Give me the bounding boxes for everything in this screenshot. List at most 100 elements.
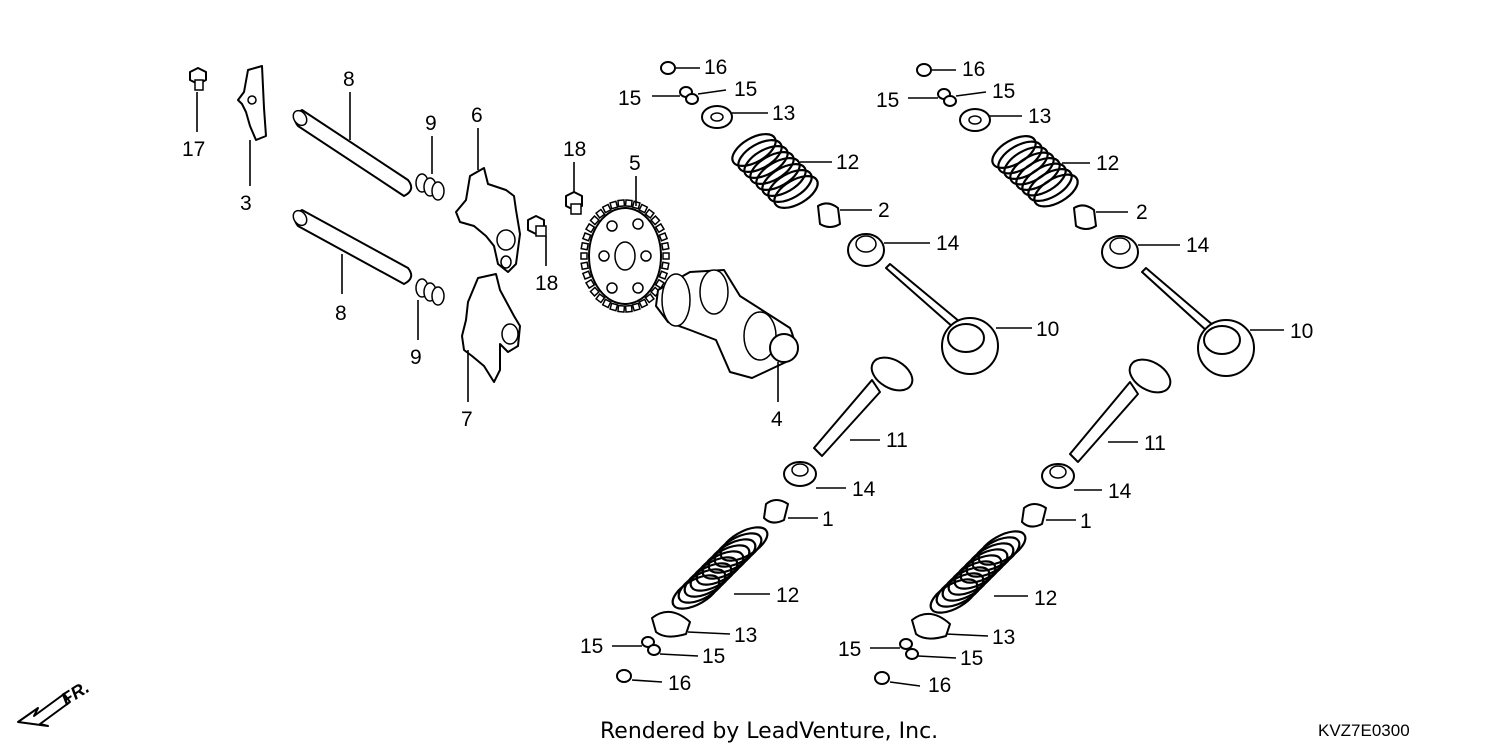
callout-13-lr: 13: [992, 626, 1015, 649]
callout-15-ul-a: 15: [618, 87, 641, 110]
spring-coil: [749, 151, 795, 185]
sprocket-tooth: [580, 252, 588, 260]
spring-9-lower[interactable]: [415, 278, 445, 340]
sprocket-tooth: [609, 302, 619, 312]
callout-16-ll: 16: [668, 672, 691, 695]
rocker-shaft-8-lower[interactable]: [290, 208, 413, 294]
spring-coil: [683, 562, 733, 598]
sprocket-tooth: [660, 241, 670, 251]
callout-14-ur: 14: [1186, 234, 1210, 257]
spring-coil: [929, 578, 979, 614]
callout-15-ll-a: 15: [580, 635, 603, 658]
callout-18-lower: 18: [535, 272, 558, 295]
valve-assembly-lower-left[interactable]: [612, 351, 918, 683]
sprocket-tooth: [584, 222, 596, 234]
callout-2-ur: 2: [1136, 201, 1148, 224]
callout-13-ul: 13: [772, 102, 795, 125]
sprocket-tooth: [601, 298, 612, 309]
callout-15-ur-b: 15: [992, 80, 1015, 103]
callout-5: 5: [629, 152, 641, 175]
callout-15-ll-b: 15: [702, 645, 725, 668]
callout-12-ul: 12: [836, 151, 859, 174]
callout-15-ul-b: 15: [734, 78, 757, 101]
spring-9-upper[interactable]: [415, 136, 445, 201]
callout-3: 3: [240, 192, 252, 215]
sprocket-tooth: [581, 232, 592, 242]
callout-2-ul: 2: [878, 199, 890, 222]
spring-coil: [743, 145, 789, 179]
bolt-17[interactable]: [189, 67, 207, 132]
callout-11-ll: 11: [886, 429, 908, 452]
callout-16-ur: 16: [962, 58, 985, 81]
sprocket-tooth: [595, 208, 606, 219]
callout-12-ll: 12: [776, 584, 799, 607]
spring-coil: [761, 163, 807, 197]
sprocket-tooth: [654, 278, 666, 290]
rocker-arm-7[interactable]: [461, 273, 521, 402]
spring-coil: [737, 139, 783, 173]
sprocket-tooth: [580, 241, 590, 251]
sprocket-tooth: [584, 278, 596, 290]
sprocket-tooth: [662, 252, 670, 260]
spring-coil: [1027, 168, 1073, 202]
sprocket-tooth: [580, 261, 590, 271]
callout-13-ll: 13: [734, 624, 757, 647]
bolt-18-upper[interactable]: [565, 162, 583, 215]
sprocket-tooth: [595, 293, 606, 304]
sprocket-tooth: [624, 199, 633, 208]
sprocket-tooth: [644, 208, 655, 219]
sprocket-tooth: [658, 232, 669, 242]
callout-9-lower: 9: [410, 346, 422, 369]
sprocket-tooth: [601, 203, 612, 214]
callout-9-upper: 9: [425, 112, 437, 135]
spring-coil: [941, 566, 991, 602]
callout-18-upper: 18: [563, 138, 586, 161]
plate-3[interactable]: [237, 65, 267, 186]
spring-coil: [1033, 173, 1079, 208]
bolt-18-lower[interactable]: [527, 215, 547, 266]
callout-10-ul: 10: [1036, 318, 1059, 341]
sprocket-tooth: [638, 298, 649, 309]
front-direction-arrow-icon: FR.: [17, 677, 93, 727]
callout-8-upper: 8: [343, 68, 355, 91]
sprocket-tooth: [658, 270, 669, 280]
valve-assembly-upper-left[interactable]: [652, 61, 1032, 375]
spring-coil: [671, 574, 721, 610]
spring-coil: [755, 157, 801, 191]
sprocket-tooth: [589, 214, 600, 226]
callout-6: 6: [471, 104, 483, 127]
rocker-shaft-8-upper[interactable]: [290, 92, 413, 197]
callout-15-lr-a: 15: [838, 638, 861, 661]
callout-16-ul: 16: [704, 56, 727, 79]
spring-coil: [773, 175, 819, 209]
callout-14-ul: 14: [936, 232, 960, 255]
footer-credit: Rendered by LeadVenture, Inc.: [600, 719, 938, 744]
valve-assembly-lower-right[interactable]: [870, 353, 1176, 687]
spring-coil: [731, 133, 777, 167]
callout-1-lr: 1: [1080, 510, 1092, 533]
sprocket-tooth: [617, 304, 626, 313]
sprocket-tooth: [644, 293, 655, 304]
spring-coil: [767, 169, 813, 203]
callout-12-lr: 12: [1034, 587, 1057, 610]
sprocket-tooth: [589, 286, 600, 298]
callout-14-lr: 14: [1108, 480, 1132, 503]
spring-coil: [1021, 162, 1067, 197]
sprocket-tooth: [660, 261, 670, 271]
sprocket-tooth: [624, 304, 633, 313]
callout-15-ur-a: 15: [876, 89, 899, 112]
rocker-arm-6[interactable]: [455, 128, 521, 273]
callout-12-ur: 12: [1096, 152, 1119, 175]
sprocket-tooth: [617, 199, 626, 208]
sprocket-tooth: [609, 200, 619, 210]
cam-sprocket-5[interactable]: [580, 176, 670, 313]
valve-assembly-upper-right[interactable]: [908, 63, 1284, 377]
sprocket-tooth: [650, 214, 661, 226]
callout-4: 4: [771, 408, 783, 431]
callout-8-lower: 8: [335, 302, 347, 325]
sprocket-tooth: [638, 203, 649, 214]
callout-17: 17: [182, 138, 205, 161]
camshaft-4[interactable]: [655, 269, 799, 402]
callout-15-lr-b: 15: [960, 647, 983, 670]
